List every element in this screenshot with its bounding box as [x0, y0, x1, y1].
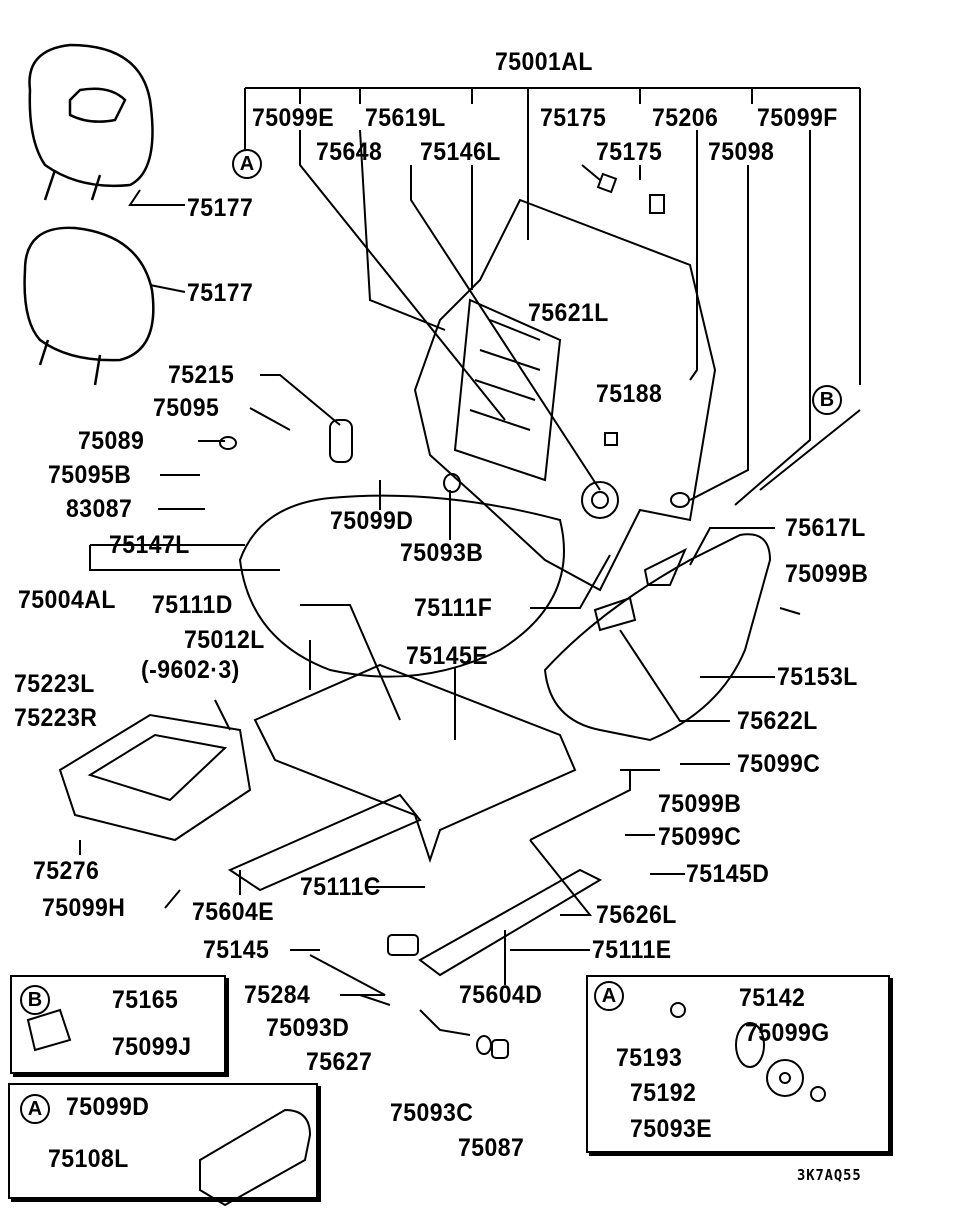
part-label: 75099B — [785, 560, 869, 588]
part-label: 75001AL — [495, 48, 593, 76]
diagram-code: 3K7AQ55 — [797, 1166, 862, 1184]
detail-box-b — [10, 975, 226, 1074]
part-label: 75004AL — [18, 586, 116, 614]
part-label: 75093D — [266, 1014, 350, 1042]
part-label: 75617L — [785, 514, 866, 542]
part-label: 75604D — [459, 981, 543, 1009]
side-shield — [543, 533, 772, 742]
part-label: 75145D — [686, 860, 770, 888]
part-label: 75095 — [153, 394, 220, 422]
part-label: 75142 — [739, 984, 806, 1012]
part-label: 75093E — [630, 1115, 713, 1143]
leader-lines — [79, 87, 861, 1006]
part-label: 75621L — [528, 299, 609, 327]
part-label: 75223L — [14, 670, 95, 698]
part-label: 75099C — [658, 823, 742, 851]
part-label: 83087 — [66, 495, 133, 523]
headrests — [23, 43, 155, 386]
part-label: 75087 — [458, 1134, 525, 1162]
tray — [58, 713, 252, 842]
detail-box-a-armrest — [8, 1083, 318, 1199]
callout-marker-b: B — [20, 985, 50, 1015]
part-label: 75175 — [596, 138, 663, 166]
part-label: 75177 — [187, 194, 254, 222]
seat-cushion — [227, 494, 603, 977]
part-label: 75146L — [420, 138, 501, 166]
part-label: 75099B — [658, 790, 742, 818]
part-label: 75648 — [316, 138, 383, 166]
part-label: 75153L — [777, 663, 858, 691]
part-label: 75284 — [244, 981, 311, 1009]
part-label: 75175 — [540, 104, 607, 132]
part-label: 75099H — [42, 894, 126, 922]
part-label: 75099G — [745, 1019, 830, 1047]
part-label: 75099D — [66, 1093, 150, 1121]
small-parts — [26, 172, 826, 1207]
part-label: 75111E — [592, 936, 672, 964]
part-label: 75099F — [757, 104, 838, 132]
part-label: 75099J — [112, 1033, 192, 1061]
part-label: 75099E — [252, 104, 335, 132]
part-label: 75604E — [192, 898, 275, 926]
part-label: 75622L — [737, 707, 818, 735]
part-label: 75093C — [390, 1099, 474, 1127]
part-label: 75099C — [737, 750, 821, 778]
part-label: 75627 — [306, 1048, 373, 1076]
part-label: 75147L — [109, 531, 190, 559]
part-label: 75098 — [708, 138, 775, 166]
part-label: 75095B — [48, 461, 132, 489]
callout-marker-a: A — [594, 981, 624, 1011]
part-label: 75111D — [152, 591, 233, 619]
part-label: 75206 — [652, 104, 719, 132]
part-label: 75223R — [14, 704, 98, 732]
part-label: 75093B — [400, 539, 484, 567]
part-label: 75193 — [616, 1044, 683, 1072]
part-label: (-9602·3) — [141, 656, 240, 684]
part-label: 75111C — [300, 873, 381, 901]
part-label: 75099D — [330, 507, 414, 535]
part-label: 75626L — [596, 901, 677, 929]
part-label: 75619L — [365, 104, 446, 132]
part-label: 75188 — [596, 380, 663, 408]
seat-back — [413, 198, 717, 592]
part-label: 75108L — [48, 1145, 129, 1173]
part-label: 75089 — [78, 427, 145, 455]
part-label: 75215 — [168, 361, 235, 389]
part-label: 75145 — [203, 936, 270, 964]
part-label: 75177 — [187, 279, 254, 307]
callout-marker-a: A — [20, 1094, 50, 1124]
part-label: 75012L — [184, 626, 265, 654]
part-label: 75145E — [406, 642, 489, 670]
part-label: 75111F — [414, 594, 493, 622]
part-label: 75192 — [630, 1079, 697, 1107]
part-label: 75165 — [112, 986, 179, 1014]
part-label: 75276 — [33, 857, 100, 885]
callout-marker-a: A — [232, 149, 262, 179]
detail-box-a-knob — [586, 975, 890, 1153]
callout-marker-b: B — [812, 385, 842, 415]
